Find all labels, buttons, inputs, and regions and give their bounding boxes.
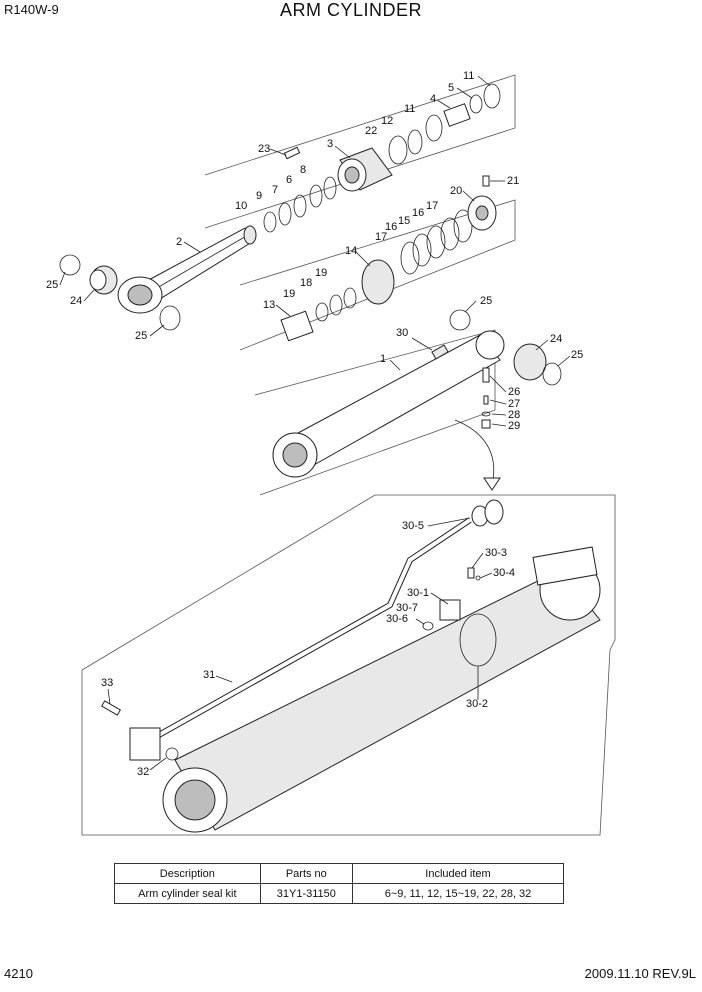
callout-30-6: 30-6 [386, 613, 408, 625]
callout-4: 4 [430, 93, 436, 105]
rod-cover [283, 146, 393, 192]
callout-17: 17 [375, 231, 387, 243]
callout-30-3: 30-3 [485, 547, 507, 559]
callout-25: 25 [571, 349, 583, 361]
table-header-row: Description Parts no Included item [114, 863, 564, 884]
callout-30-4: 30-4 [493, 567, 515, 579]
callout-26: 26 [508, 386, 520, 398]
callout-12: 12 [381, 115, 393, 127]
callout-labels: 11 5 4 11 12 22 3 23 8 6 7 9 10 2 25 24 … [46, 70, 583, 778]
callout-18: 18 [300, 277, 312, 289]
callout-1: 1 [380, 353, 386, 365]
callout-16: 16 [385, 221, 397, 233]
head-seals [388, 83, 501, 165]
callout-25: 25 [480, 295, 492, 307]
frame-head-group [204, 74, 516, 229]
callout-3: 3 [327, 138, 333, 150]
callout-30-1: 30-1 [407, 587, 429, 599]
table-row: Arm cylinder seal kit 31Y1-31150 6~9, 11… [114, 883, 564, 904]
cell-included-item: 6~9, 11, 12, 15~19, 22, 28, 32 [352, 883, 564, 904]
detail-arrowhead-icon [483, 477, 501, 491]
pipe-detail [101, 499, 601, 833]
header-description: Description [114, 863, 261, 884]
piston-group [280, 175, 497, 342]
callout-16: 16 [412, 207, 424, 219]
callout-25: 25 [46, 279, 58, 291]
callout-9: 9 [256, 190, 262, 202]
model-label: R140W-9 [4, 2, 59, 17]
callout-32: 32 [137, 766, 149, 778]
header-parts-no: Parts no [259, 863, 354, 884]
callout-13: 13 [263, 299, 275, 311]
callout-11: 11 [463, 70, 474, 82]
callout-23: 23 [258, 143, 270, 155]
leader-lines [59, 75, 571, 771]
callout-30: 30 [396, 327, 408, 339]
rod-seals [263, 176, 337, 233]
callout-28: 28 [508, 409, 520, 421]
callout-5: 5 [448, 82, 454, 94]
callout-7: 7 [272, 184, 278, 196]
callout-29: 29 [508, 420, 520, 432]
revision-date: 2009.11.10 REV.9L [584, 966, 696, 981]
frame-pipe-detail [81, 494, 616, 836]
page-title: ARM CYLINDER [279, 0, 423, 20]
callout-24: 24 [70, 295, 82, 307]
callout-2: 2 [176, 236, 182, 248]
callout-11: 11 [404, 103, 415, 115]
callout-19: 19 [315, 267, 327, 279]
callout-20: 20 [450, 185, 462, 197]
callout-10: 10 [235, 200, 247, 212]
callout-30-5: 30-5 [402, 520, 424, 532]
cell-parts-no: 31Y1-31150 [259, 883, 354, 904]
header-included-item: Included item [352, 863, 564, 884]
callout-30-2: 30-2 [466, 698, 488, 710]
callout-24: 24 [550, 333, 562, 345]
cell-description: Arm cylinder seal kit [114, 883, 261, 904]
callout-33: 33 [101, 677, 113, 689]
callout-14: 14 [345, 245, 357, 257]
callout-27: 27 [508, 398, 520, 410]
callout-15: 15 [398, 215, 410, 227]
callout-22: 22 [365, 125, 377, 137]
callout-21: 21 [507, 175, 519, 187]
callout-19: 19 [283, 288, 295, 300]
callout-8: 8 [300, 164, 306, 176]
callout-25: 25 [135, 330, 147, 342]
page-number: 4210 [4, 966, 33, 981]
callout-31: 31 [203, 669, 215, 681]
seal-kit-table: Description Parts no Included item Arm c… [114, 863, 564, 904]
detail-arrow-icon [454, 419, 495, 486]
cylinder-tube [272, 309, 562, 478]
callout-17: 17 [426, 200, 438, 212]
frame-tube-group [254, 329, 496, 496]
rod-assembly [59, 225, 257, 331]
callout-6: 6 [286, 174, 292, 186]
callout-30-7: 30-7 [396, 602, 418, 614]
